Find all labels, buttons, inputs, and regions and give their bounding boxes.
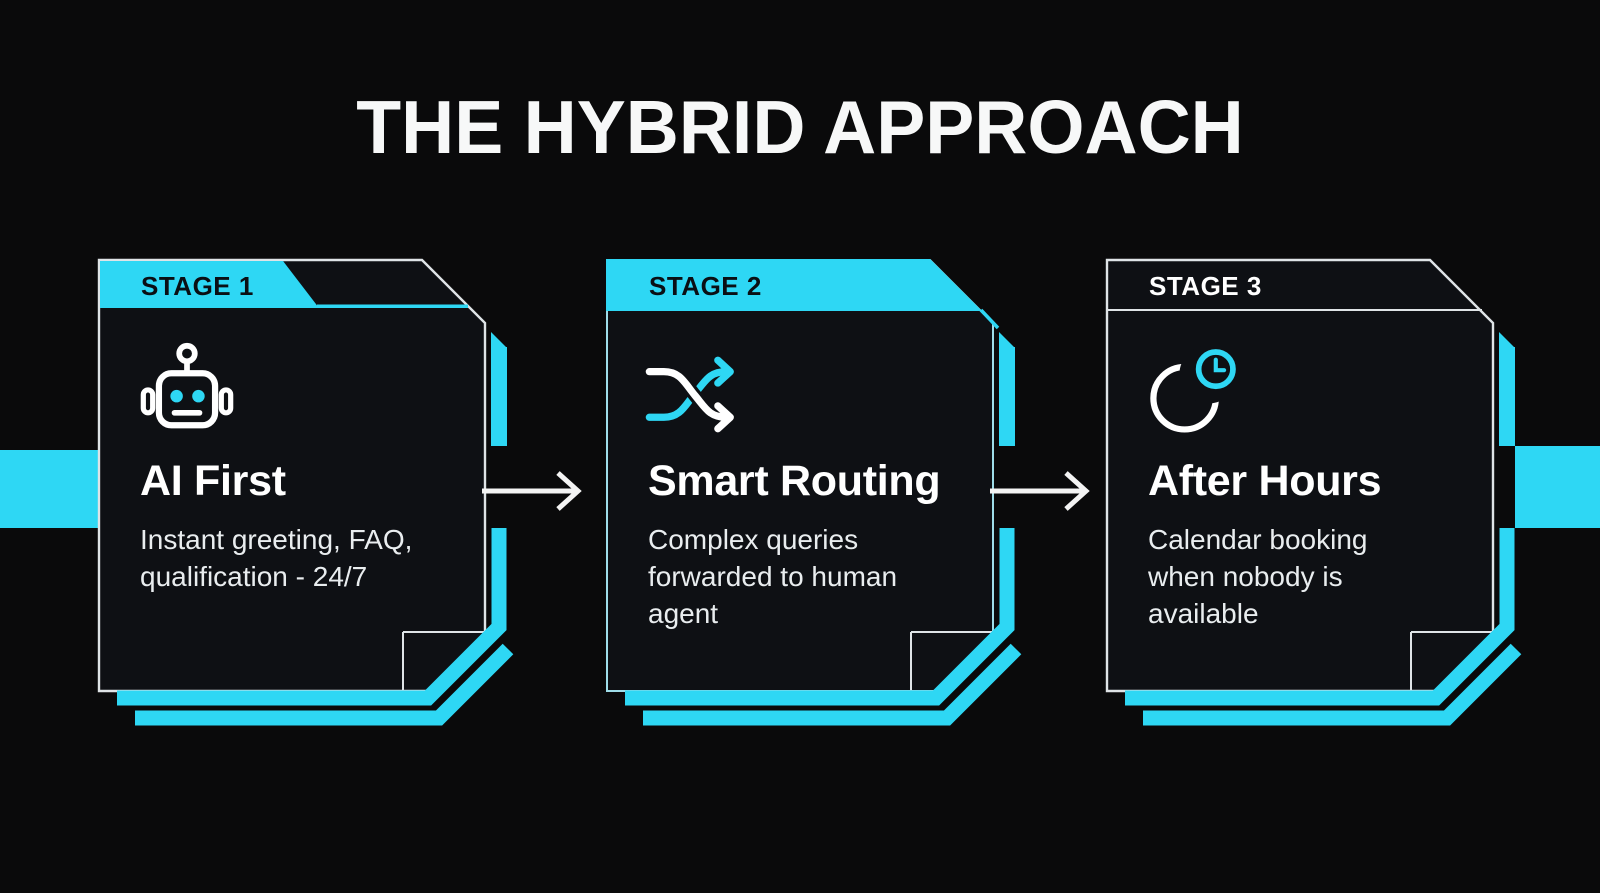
card-frame-decoration: [606, 259, 1022, 726]
stage-card: STAGE 2 Smart Routing Complex queries fo…: [605, 258, 1025, 733]
stage-label: STAGE 2: [649, 271, 762, 301]
stage-description: Calendar booking when nobody is availabl…: [1148, 524, 1368, 629]
stage-description: Complex queries forwarded to human agent: [648, 524, 898, 629]
stage-description: Instant greeting, FAQ, qualification - 2…: [140, 524, 413, 592]
stage-heading: After Hours: [1148, 457, 1382, 505]
arrow-right-icon: [990, 471, 1090, 511]
stage-heading: Smart Routing: [648, 457, 941, 505]
arrow-right-icon: [482, 471, 582, 511]
stage-label: STAGE 3: [1149, 271, 1262, 301]
card-frame-decoration: [97, 258, 514, 726]
stage-card: STAGE 1 AI First Instant greeting, FAQ, …: [97, 258, 517, 733]
stage-label: STAGE 1: [141, 271, 254, 301]
moon-clock-icon: [1150, 345, 1238, 433]
page-title: THE HYBRID APPROACH: [356, 85, 1244, 169]
flow-band-right: [1515, 446, 1600, 528]
flow-band-left: [0, 450, 98, 528]
shuffle-icon: [645, 356, 734, 433]
stage-heading: AI First: [140, 457, 286, 505]
robot-icon: [140, 342, 234, 429]
stage-card: STAGE 3 After Hours Calendar booking whe…: [1105, 258, 1525, 733]
